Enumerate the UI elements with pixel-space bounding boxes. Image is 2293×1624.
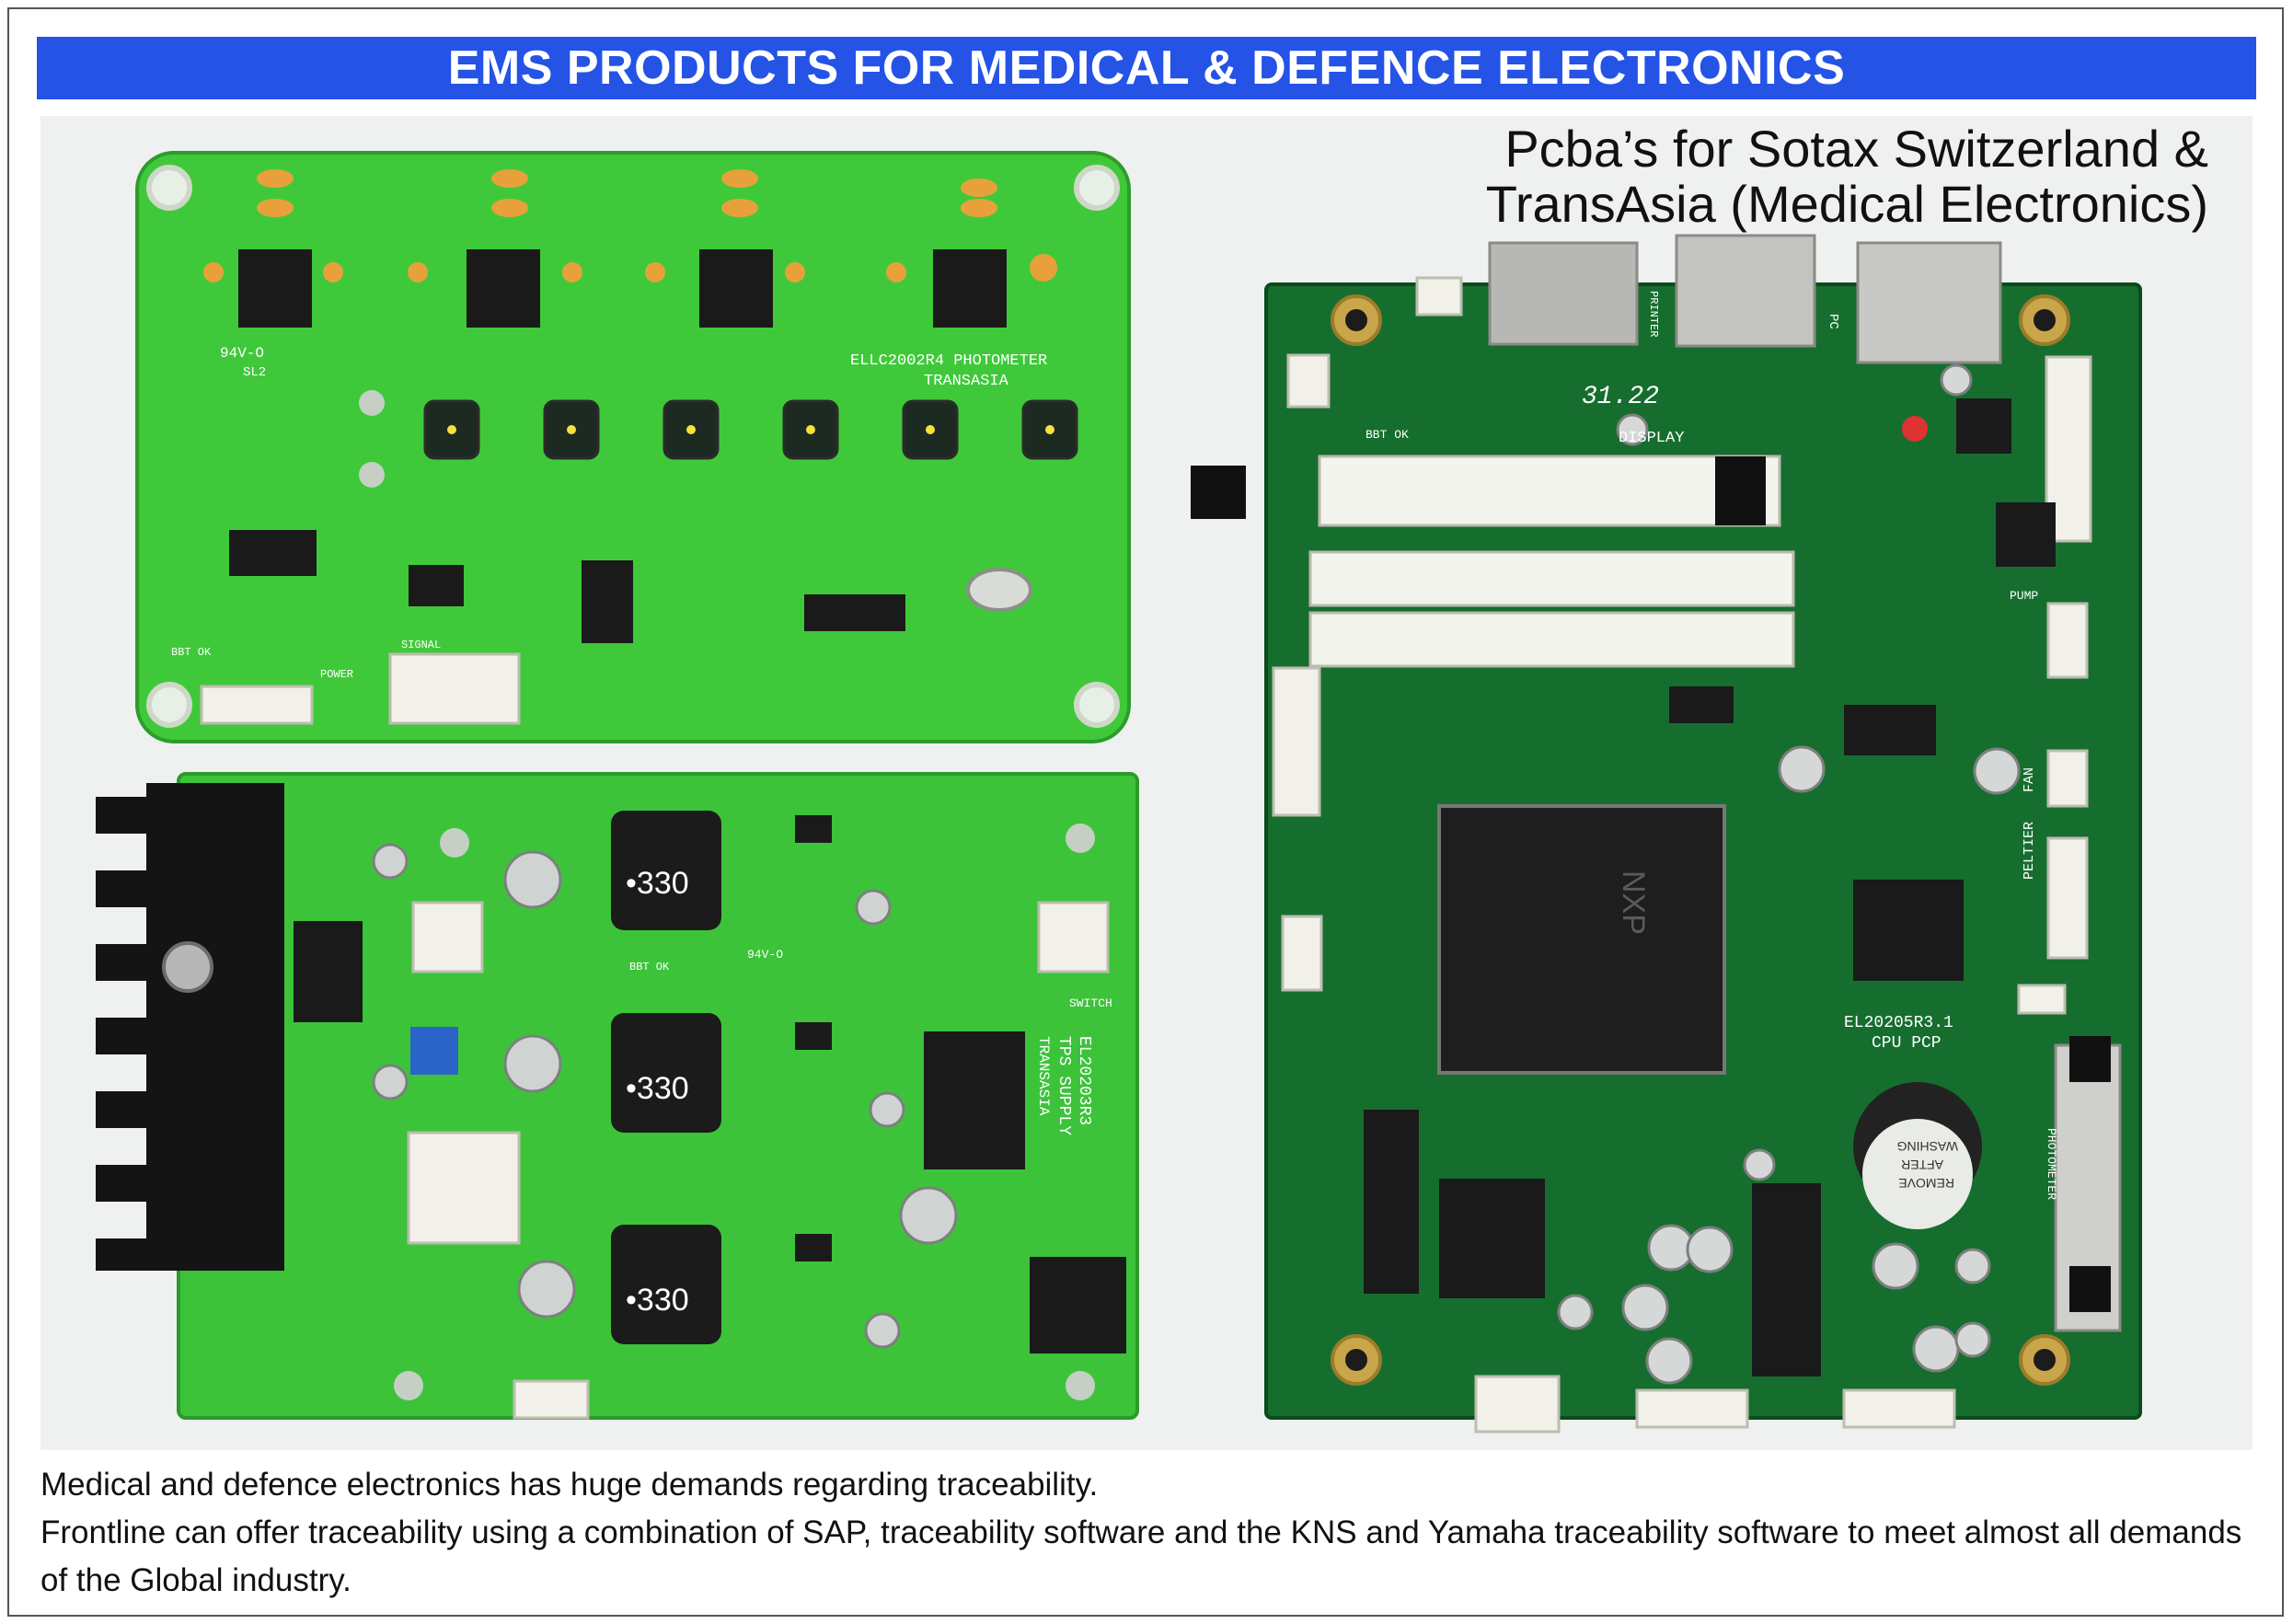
cpu-bbt: BBT OK bbox=[1365, 428, 1409, 442]
description-line1: Medical and defence electronics has huge… bbox=[40, 1467, 1099, 1503]
cpu-printer: PRINTER bbox=[1647, 291, 1660, 337]
photo-caption-line1: Pcba’s for Sotax Switzerland & bbox=[1504, 120, 2208, 178]
page-title: EMS PRODUCTS FOR MEDICAL & DEFENCE ELECT… bbox=[37, 37, 2256, 99]
photometer-sl: SL2 bbox=[243, 365, 266, 380]
photometer-transasia: TRANSASIA bbox=[924, 373, 1009, 390]
cpu-fan: FAN bbox=[2022, 767, 2037, 792]
description: Medical and defence electronics has huge… bbox=[40, 1461, 2258, 1605]
pcb-photo-illustration: ELLC2002R4 PHOTOMETER TRANSASIA 94V-O SL… bbox=[96, 151, 2142, 1434]
cpu-pc: PC bbox=[1826, 314, 1840, 329]
inductor-label-2: •330 bbox=[626, 1071, 689, 1106]
photo-caption-line2: TransAsia (Medical Electronics) bbox=[1485, 175, 2208, 233]
cpu-pcp: CPU PCP bbox=[1872, 1034, 1942, 1053]
photometer-board: ELLC2002R4 PHOTOMETER TRANSASIA 94V-O SL… bbox=[135, 151, 1131, 743]
inductor-label: •330 bbox=[626, 866, 689, 901]
cpu-display: DISPLAY bbox=[1619, 430, 1684, 447]
photometer-bbt: BBT OK bbox=[171, 646, 212, 659]
cpu-peltier: PELTIER bbox=[2022, 822, 2037, 880]
inductor-label-3: •330 bbox=[626, 1283, 689, 1318]
buzzer-remove: REMOVE bbox=[1898, 1176, 1954, 1191]
buzzer-washing: WASHING bbox=[1897, 1139, 1958, 1154]
photometer-signal: SIGNAL bbox=[401, 639, 441, 651]
photometer-power: POWER bbox=[320, 668, 353, 681]
photometer-marking: 94V-O bbox=[220, 345, 264, 362]
supply-tps: TPS SUPPLY bbox=[1054, 1036, 1073, 1135]
cpu-pump: PUMP bbox=[2010, 589, 2038, 603]
photo-caption: Pcba’s for Sotax Switzerland & TransAsia… bbox=[1380, 121, 2208, 232]
pcb-photo: ELLC2002R4 PHOTOMETER TRANSASIA 94V-O SL… bbox=[40, 116, 2253, 1450]
supply-board: •330 •330 •330 bbox=[96, 772, 1139, 1420]
supply-switch: SWITCH bbox=[1069, 996, 1112, 1010]
cpu-board: NXP REMOVE AFTER WASHING bbox=[1191, 234, 2142, 1434]
description-line2: Frontline can offer traceability using a… bbox=[40, 1515, 2242, 1598]
supply-marking: 94V-O bbox=[747, 948, 783, 962]
main-chip-label: NXP bbox=[1616, 870, 1651, 935]
supply-label: EL20203R3 bbox=[1075, 1036, 1093, 1125]
supply-transasia: TRANSASIA bbox=[1035, 1036, 1052, 1116]
supply-bbt: BBT OK bbox=[629, 961, 670, 973]
cpu-label: EL20205R3.1 bbox=[1844, 1014, 1953, 1032]
buzzer-after: AFTER bbox=[1901, 1158, 1943, 1172]
cpu-photometer: PHOTOMETER bbox=[2045, 1128, 2058, 1200]
photometer-label: ELLC2002R4 PHOTOMETER bbox=[850, 352, 1047, 370]
cpu-date: 31.22 bbox=[1582, 383, 1659, 411]
